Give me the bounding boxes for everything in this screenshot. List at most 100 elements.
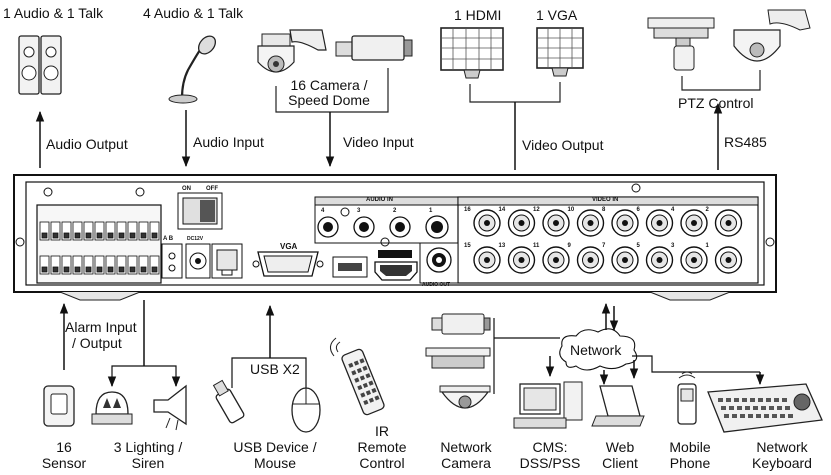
terminal-screw[interactable] [72,255,83,275]
keyboard-key [737,406,742,410]
keyboard-key [774,398,779,402]
keyboard-key [772,414,777,418]
bnc-pin [691,220,697,226]
terminal-screw[interactable] [127,255,138,275]
terminal-screw[interactable] [116,221,127,241]
label-alarm-line1: Alarm Input [65,319,137,335]
remote-button [356,367,363,374]
video-in-number: 12 [533,207,540,213]
bnc-pin [484,220,490,226]
terminal-screw[interactable] [127,221,138,241]
label-alarm-line2: / Output [72,335,122,351]
terminal-screw[interactable] [138,221,149,241]
label-audio-input: Audio Input [193,134,264,150]
remote-button [362,365,368,371]
terminal-slot [140,266,147,273]
keyboard-key [777,406,782,410]
label-ir-line1: IR [375,423,389,439]
terminal-screw[interactable] [61,221,72,241]
terminal-screw[interactable] [149,255,160,275]
terminal-screw[interactable] [94,221,105,241]
alarm-terminal-block[interactable] [36,204,162,284]
video-in-number: 15 [464,243,471,249]
bnc-pin [656,220,663,226]
video-in-number: 4 [671,207,675,213]
rca-center [395,222,405,232]
terminal-screw[interactable] [105,255,116,275]
label-lighting-line2: Siren [131,455,165,471]
ptz-camera-icon [647,17,715,71]
siren-icon [153,384,187,431]
audio-in-number: 4 [321,208,325,214]
terminal-screw[interactable] [50,221,61,241]
remote-button [353,360,360,366]
video-in-number: 2 [705,207,709,213]
label-hdmi: 1 HDMI [454,7,502,23]
alarm-light-icon [91,391,133,425]
bnc-pin [725,220,732,226]
bnc-connector[interactable] [426,247,452,273]
keyboard-key [750,398,755,402]
laptop-icon [591,385,645,427]
video-in-number: 16 [464,207,471,213]
bnc-pin [553,220,559,226]
terminal-slot [41,232,48,239]
label-1-audio-talk: 1 Audio & 1 Talk [3,5,104,21]
keyboard-key [753,406,758,410]
terminal-screw[interactable] [105,221,116,241]
video-in-number: 11 [533,243,540,249]
vga-monitor-icon [536,27,584,77]
terminal-slot [41,266,48,273]
remote-button [368,380,374,386]
bnc-pin [725,257,732,263]
remote-button [351,370,357,376]
panel-on: ON [182,186,191,192]
keyboard-key [721,406,726,410]
terminal-screw[interactable] [83,221,94,241]
terminal-slot [151,266,158,273]
remote-button [357,384,363,391]
label-mobile-line2: Phone [669,455,711,471]
video-in-number: 9 [567,243,571,249]
label-web-line2: Client [602,455,638,471]
video-in-number: 7 [602,243,606,249]
keyboard-key [766,398,771,402]
terminal-screw[interactable] [39,255,50,275]
terminal-screw[interactable] [72,221,83,241]
label-lighting-line1: 3 Lighting / [113,439,183,455]
panel-dc: DC12V [187,236,204,242]
label-cms-line2: DSS/PSS [519,455,581,471]
terminal-screw[interactable] [61,255,72,275]
bnc-pin [553,257,559,263]
label-video-output: Video Output [522,137,604,153]
bnc-pin [518,257,525,263]
speed-dome-icon [257,29,327,73]
terminal-screw[interactable] [116,255,127,275]
label-camera-line1: 16 Camera / [290,77,368,93]
hdmi-monitor-icon [440,27,504,79]
remote-button [365,390,372,396]
label-network: Network [570,342,622,358]
label-ir-line3: Control [359,455,405,471]
label-sensor-line2: Sensor [41,455,87,471]
terminal-screw[interactable] [50,255,61,275]
terminal-screw[interactable] [149,221,160,241]
microphone-icon [168,35,217,104]
terminal-screw[interactable] [39,221,50,241]
keyboard-key [734,398,739,402]
terminal-screw[interactable] [138,255,149,275]
video-in-number: 1 [705,243,709,249]
rs485-port[interactable] [161,243,183,279]
bnc-pin [587,220,594,226]
label-usb-x2: USB X2 [250,361,300,377]
vga-port[interactable] [252,251,324,277]
keyboard-key [748,414,753,418]
keyboard-key [718,398,723,402]
remote-button [359,375,366,381]
panel-off: OFF [206,186,218,192]
bnc-pin [484,257,490,263]
terminal-screw[interactable] [94,255,105,275]
panel-vga: VGA [280,242,298,251]
terminal-screw[interactable] [83,255,94,275]
label-ir-line2: Remote [357,439,407,455]
